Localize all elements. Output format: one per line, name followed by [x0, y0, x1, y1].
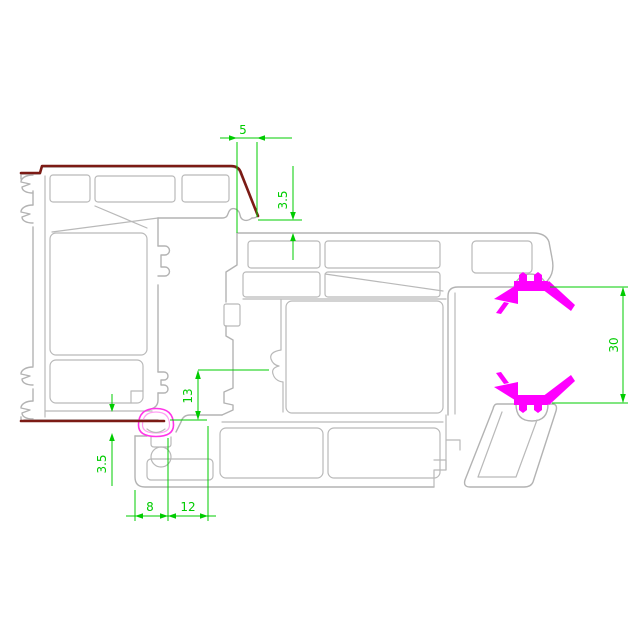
- dim-label-13: 13: [181, 388, 195, 403]
- screw-port-notch: [270, 349, 284, 383]
- dim-label-bottom-3_5: 3.5: [95, 454, 109, 473]
- dimension-bottom-clearance-3_5: 3.5: [95, 394, 115, 486]
- dim-label-top-3_5: 3.5: [276, 190, 290, 209]
- frame-hook-2: [20, 204, 34, 224]
- dim-label-12: 12: [180, 500, 195, 514]
- top-glazing-gasket: [494, 272, 575, 314]
- exposed-surface-lines: [19, 164, 260, 423]
- frame-hook-4: [20, 400, 34, 420]
- frame-profile: [20, 166, 259, 422]
- dimension-foot-8-12: 8 12: [126, 426, 216, 521]
- sash-profile: [134, 232, 554, 488]
- dimension-overlap-5: 5: [220, 123, 292, 233]
- frame-hook-3: [20, 366, 34, 386]
- dimension-top-clearance-3_5: 3.5: [258, 166, 302, 260]
- dim-label-5: 5: [239, 123, 247, 137]
- glazing-bead-profile: [463, 403, 558, 488]
- dim-label-8: 8: [146, 500, 154, 514]
- top-surface-line: [19, 164, 260, 218]
- dimension-glazing-pocket-30: 30: [550, 286, 628, 404]
- bulb-seal-gasket: [137, 407, 175, 438]
- dimension-groove-depth-13: 13: [170, 369, 269, 421]
- bottom-glazing-gasket: [494, 372, 575, 413]
- frame-hook-1: [20, 174, 34, 194]
- bead-gasket-groove: [515, 403, 549, 422]
- dim-label-30: 30: [607, 337, 621, 352]
